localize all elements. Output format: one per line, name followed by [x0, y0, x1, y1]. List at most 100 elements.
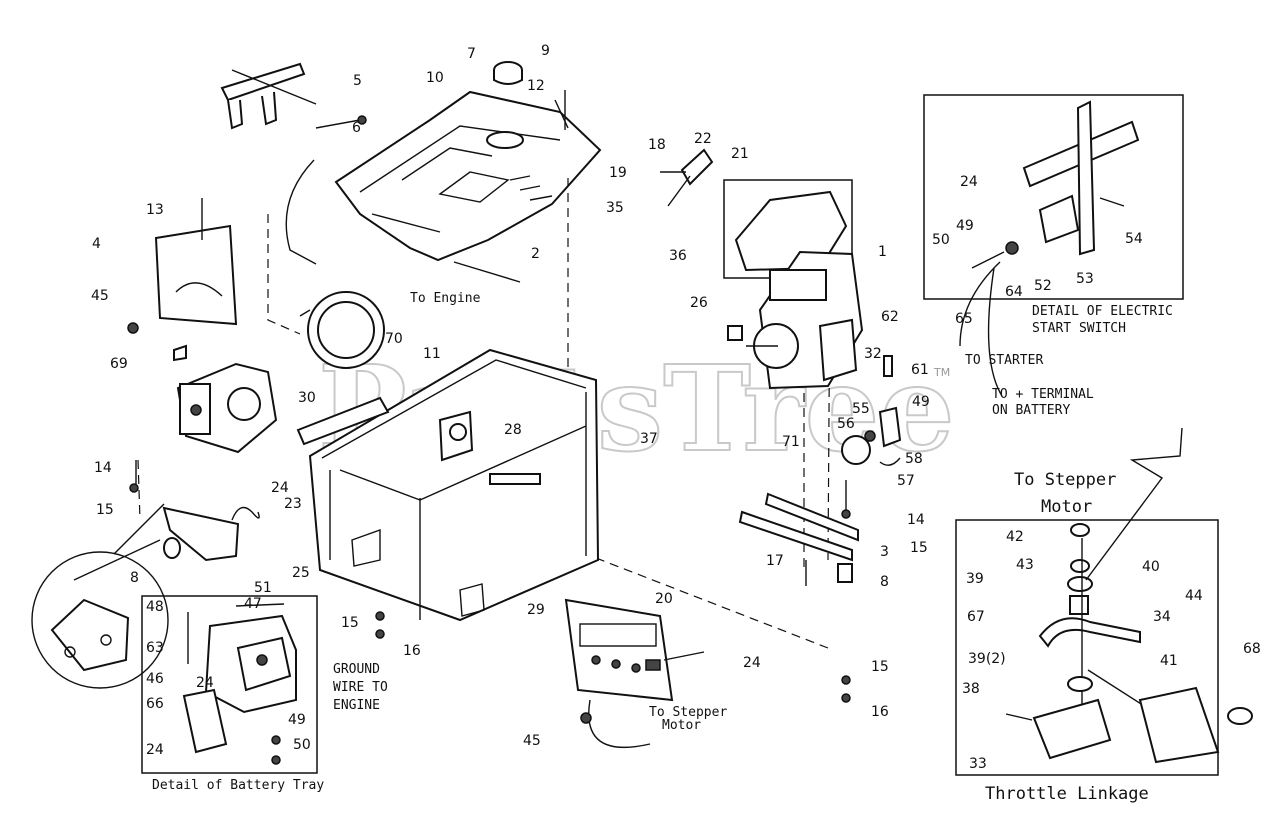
callout-70: 70	[385, 331, 403, 347]
engine-mount-rails	[738, 480, 859, 586]
callout-64: 64	[1005, 284, 1023, 300]
callout-42: 42	[1006, 529, 1024, 545]
part-45-wire	[588, 699, 651, 749]
callout-49-tray: 49	[288, 712, 306, 728]
callout-15-lower: 15	[341, 615, 359, 631]
callout-28: 28	[504, 422, 522, 438]
callout-45: 45	[91, 288, 109, 304]
callout-58: 58	[905, 451, 923, 467]
part-45-nut	[127, 322, 139, 334]
caption-to-battery-1: TO + TERMINAL	[992, 387, 1094, 402]
electric-start-switch	[959, 100, 1140, 397]
throttle-linkage-detail-box	[955, 519, 1219, 776]
callout-50-switch: 50	[932, 232, 950, 248]
callout-24-switch: 24	[960, 174, 978, 190]
caption-electric-start-1: DETAIL OF ELECTRIC	[1032, 304, 1173, 319]
callout-3: 3	[880, 544, 889, 560]
callout-34: 34	[1153, 609, 1171, 625]
callout-16-right: 16	[871, 704, 889, 720]
callout-52: 52	[1034, 278, 1052, 294]
caption-to-stepper-1: To Stepper	[649, 705, 727, 720]
part-15-washer	[129, 483, 139, 493]
callout-50-tray: 50	[293, 737, 311, 753]
callout-45-panel: 45	[523, 733, 541, 749]
part-4-shroud	[154, 198, 238, 326]
callout-2: 2	[531, 246, 540, 262]
part-26-clip	[727, 325, 743, 341]
callout-41: 41	[1160, 653, 1178, 669]
left-mount-bracket	[73, 506, 260, 581]
callout-7: 7	[467, 46, 476, 62]
callout-63: 63	[146, 640, 164, 656]
callout-5: 5	[353, 73, 362, 89]
watermark-tm: TM	[933, 366, 950, 379]
throttle-linkage	[1005, 427, 1253, 764]
captions: To Engine GROUND WIRE TO ENGINE Detail o…	[152, 291, 1173, 804]
callout-37: 37	[640, 431, 658, 447]
callout-24: 24	[271, 480, 289, 496]
callout-17: 17	[766, 553, 784, 569]
callout-12: 12	[527, 78, 545, 94]
callout-65: 65	[955, 311, 973, 327]
fuel-hose	[285, 159, 317, 265]
callout-67: 67	[967, 609, 985, 625]
callout-35: 35	[606, 200, 624, 216]
caption-ground-wire-3: ENGINE	[333, 698, 380, 713]
callout-21: 21	[731, 146, 749, 162]
throttle-control-lever	[660, 148, 714, 207]
callout-32: 32	[864, 346, 882, 362]
battery-tray	[182, 603, 297, 765]
callout-39: 39	[966, 571, 984, 587]
caption-to-stepper-2: Motor	[662, 718, 701, 733]
callout-51: 51	[254, 580, 272, 596]
part-2-strap	[453, 261, 521, 283]
engine	[723, 179, 864, 390]
caption-throttle-linkage: Throttle Linkage	[985, 784, 1149, 804]
callout-30: 30	[298, 390, 316, 406]
callout-49-switch: 49	[956, 218, 974, 234]
callout-26: 26	[690, 295, 708, 311]
callout-15: 15	[96, 502, 114, 518]
battery-tray-detail-box	[141, 595, 318, 774]
callout-25: 25	[292, 565, 310, 581]
assembly-line-b	[137, 459, 141, 521]
callout-48: 48	[146, 599, 164, 615]
caption-electric-start-2: START SWITCH	[1032, 321, 1126, 336]
caption-to-starter: TO STARTER	[965, 353, 1043, 368]
callout-16-lower: 16	[403, 643, 421, 659]
callout-49-engine: 49	[912, 394, 930, 410]
assembly-line-a	[267, 214, 301, 335]
callout-11: 11	[423, 346, 441, 362]
part-15-washer-lower	[375, 611, 385, 621]
callout-44: 44	[1185, 588, 1203, 604]
callout-38: 38	[962, 681, 980, 697]
electric-start-detail-box	[923, 94, 1184, 300]
callout-8: 8	[130, 570, 139, 586]
callout-24-tray: 24	[196, 675, 214, 691]
callout-46: 46	[146, 671, 164, 687]
caption-to-battery-2: ON BATTERY	[992, 403, 1070, 418]
callout-10: 10	[426, 70, 444, 86]
part-6-nut	[357, 115, 367, 125]
part-15-washer-right	[841, 675, 851, 685]
callout-29: 29	[527, 602, 545, 618]
callout-24-tray-b: 24	[146, 742, 164, 758]
callout-33: 33	[969, 756, 987, 772]
callout-23: 23	[284, 496, 302, 512]
control-panel	[564, 598, 705, 702]
callout-69: 69	[110, 356, 128, 372]
callout-labels: 7 9 5 10 12 6 13 4 2 45 69 70 11 30 28 3…	[91, 43, 1261, 772]
part-16-nut-lower	[375, 629, 385, 639]
caption-battery-tray: Detail of Battery Tray	[152, 778, 324, 793]
callout-36: 36	[669, 248, 687, 264]
fuel-tank	[334, 90, 602, 262]
callout-19: 19	[609, 165, 627, 181]
callout-71: 71	[782, 434, 800, 450]
callout-39-2: 39(2)	[968, 651, 1006, 667]
callout-53: 53	[1076, 271, 1094, 287]
part-69-tab	[173, 344, 187, 362]
callout-14-engine: 14	[907, 512, 925, 528]
callout-6: 6	[352, 120, 361, 136]
callout-20: 20	[655, 591, 673, 607]
